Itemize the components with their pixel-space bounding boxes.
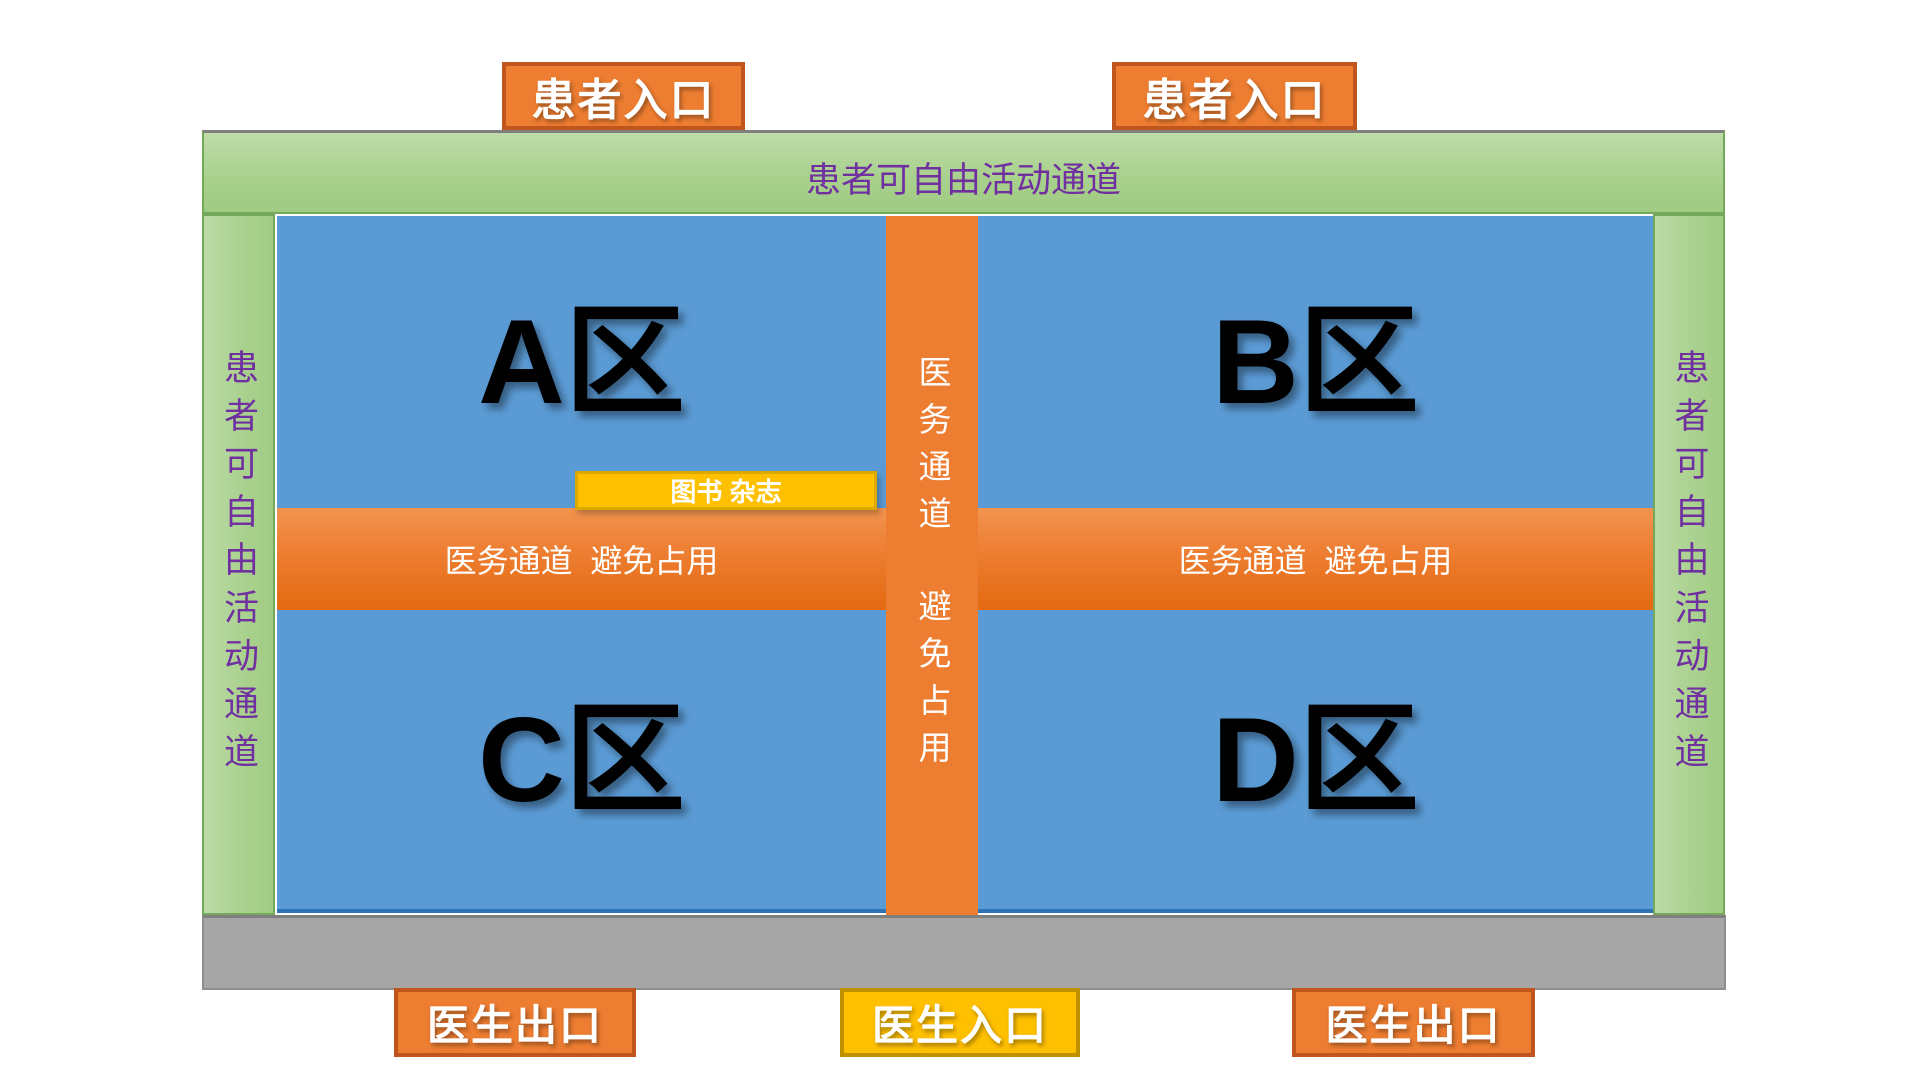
- zone-a: A区: [277, 216, 886, 508]
- patient-entrance-top-right: 患者入口: [1112, 62, 1357, 130]
- patient-corridor-right: 患者可自由活动通道: [1653, 214, 1725, 915]
- medical-corridor-vertical: 医务通道 避免占用: [886, 216, 978, 915]
- doctor-entrance-bottom: 医生入口: [840, 988, 1080, 1057]
- books-magazines-box: 图书 杂志: [575, 471, 877, 510]
- medical-corridor-right-label: 医务通道 避免占用: [1178, 543, 1453, 579]
- medical-corridor-vertical-label-1: 医务通道: [914, 354, 951, 543]
- patient-corridor-left-label: 患者可自由活动通道: [219, 348, 258, 781]
- patient-corridor-top-label: 患者可自由活动通道: [805, 161, 1121, 200]
- medical-corridor-right-section: 医务通道 避免占用: [978, 508, 1653, 610]
- patient-corridor-top: 患者可自由活动通道: [202, 130, 1725, 214]
- zone-b-label: B区: [1212, 295, 1419, 429]
- patient-entrance-top-left-label: 患者入口: [531, 76, 716, 125]
- medical-corridor-left-label: 医务通道 避免占用: [444, 543, 719, 579]
- patient-entrance-top-right-label: 患者入口: [1142, 76, 1327, 125]
- medical-corridor-left-section: 医务通道 避免占用: [277, 508, 886, 610]
- patient-corridor-left: 患者可自由活动通道: [202, 214, 275, 915]
- medical-corridor-vertical-label-2: 避免占用: [914, 588, 951, 777]
- doctor-exit-bottom-left: 医生出口: [394, 988, 636, 1057]
- bottom-wall: [202, 915, 1726, 990]
- zone-c: C区: [277, 610, 886, 913]
- zone-a-label: A区: [478, 295, 685, 429]
- patient-corridor-right-label: 患者可自由活动通道: [1669, 348, 1709, 781]
- zone-c-label: C区: [478, 692, 685, 827]
- doctor-exit-bottom-right-label: 医生出口: [1325, 1002, 1502, 1049]
- doctor-exit-bottom-right: 医生出口: [1292, 988, 1535, 1057]
- zone-d-label: D区: [1212, 692, 1419, 827]
- patient-entrance-top-left: 患者入口: [502, 62, 745, 130]
- zone-d: D区: [978, 610, 1653, 913]
- doctor-exit-bottom-left-label: 医生出口: [426, 1002, 603, 1049]
- books-magazines-label: 图书 杂志: [670, 477, 782, 507]
- zone-b: B区: [978, 216, 1653, 508]
- doctor-entrance-bottom-label: 医生入口: [871, 1002, 1048, 1049]
